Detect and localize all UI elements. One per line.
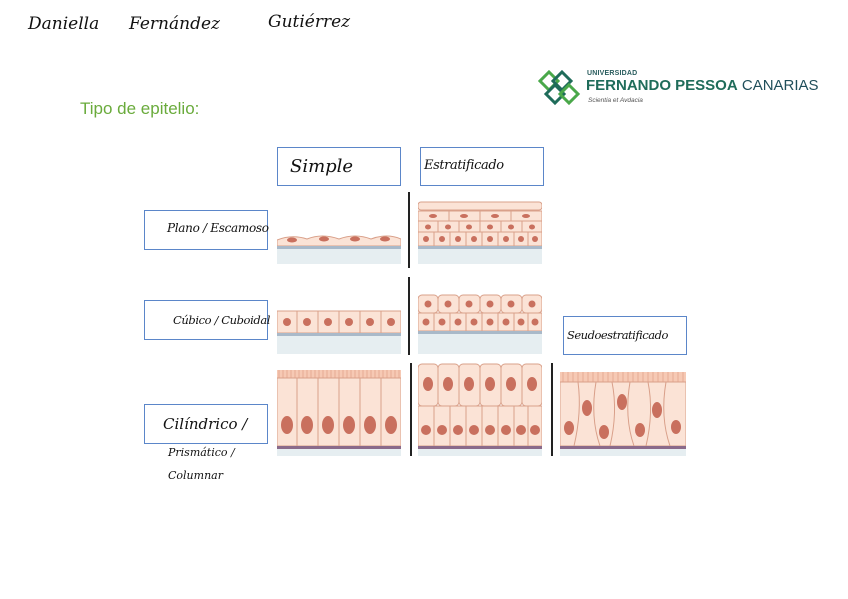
simple-cuboidal-epithelium-image (277, 310, 401, 354)
row-label-cylindric-line3: Columnar (168, 469, 223, 482)
column-divider-1c (410, 363, 412, 456)
stratified-cuboidal-epithelium-image (418, 294, 542, 354)
logo-university-label: UNIVERSIDAD (587, 70, 638, 77)
student-first-name: Daniella (28, 14, 100, 34)
simple-squamous-epithelium-image (277, 235, 401, 264)
logo-university-name: FERNANDO PESSOA CANARIAS (586, 77, 819, 94)
stratified-columnar-epithelium-image (418, 363, 542, 456)
page-title: Tipo de epitelio: (80, 99, 200, 118)
column-header-stratified: Estratificado (420, 147, 544, 186)
column-divider-1a (408, 192, 410, 268)
column-header-simple: Simple (277, 147, 401, 186)
stratified-squamous-epithelium-image (418, 201, 542, 264)
pseudostratified-epithelium-image (560, 372, 686, 456)
simple-columnar-epithelium-image (277, 370, 401, 456)
row-label-cylindric: Cilíndrico / (144, 404, 268, 444)
column-header-pseudostratified: Seudoestratificado (563, 316, 687, 355)
student-last-name: Gutiérrez (268, 12, 351, 32)
column-divider-2 (551, 363, 553, 456)
row-label-cubic: Cúbico / Cuboidal (144, 300, 270, 340)
row-label-cylindric-line2: Prismático / (168, 446, 235, 459)
row-label-flat: Plano / Escamoso (144, 210, 269, 250)
column-divider-1b (408, 277, 410, 355)
logo-emblem-icon (538, 70, 581, 106)
logo-motto: Scientia et Avdacia (588, 97, 643, 104)
student-middle-name: Fernández (129, 14, 220, 34)
